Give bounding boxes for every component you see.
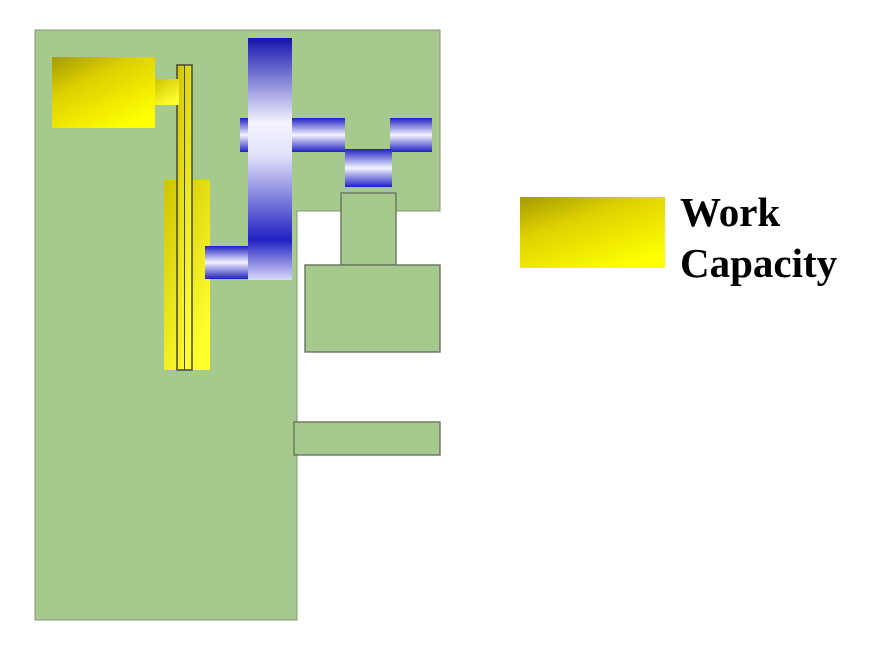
motor-block-shape — [52, 57, 155, 128]
mid-gear-shape — [345, 149, 392, 187]
main-gear-shape — [248, 38, 292, 240]
spindle-neck-shape — [340, 192, 397, 266]
legend-swatch — [520, 197, 665, 268]
legend-label-line2: Capacity — [680, 240, 838, 286]
machine-body-shape — [34, 29, 441, 621]
work-table-shape — [293, 421, 441, 456]
motor-coupling-shape — [155, 79, 179, 105]
legend-label-line1: Work — [680, 189, 780, 235]
gear-hub-shape — [248, 240, 292, 280]
drive-shaft-right-shape — [390, 118, 432, 152]
counter-shaft-shape — [205, 246, 249, 279]
spindle-head-shape — [304, 264, 441, 353]
